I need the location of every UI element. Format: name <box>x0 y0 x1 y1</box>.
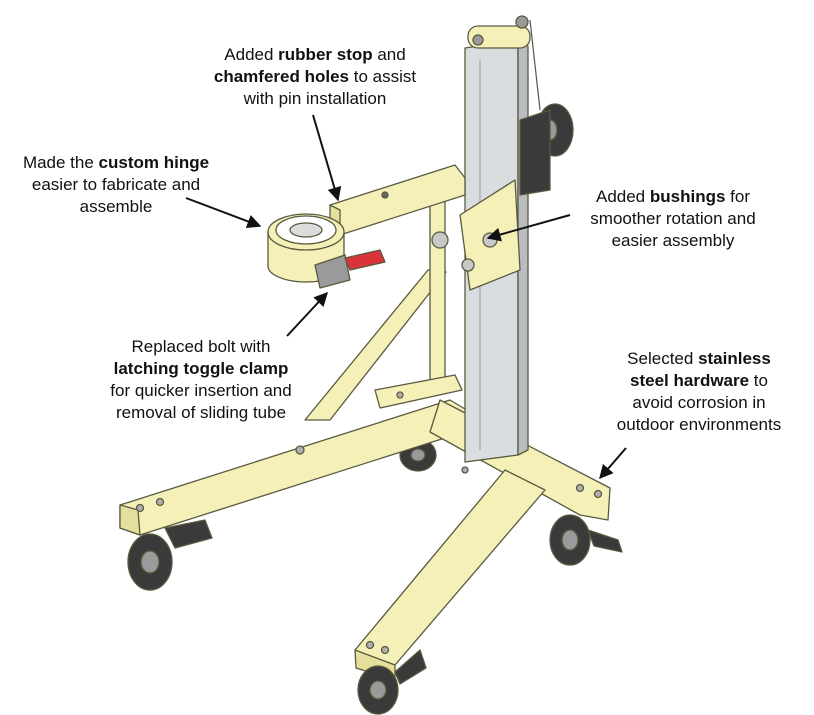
wheel-rear-right <box>549 514 623 566</box>
callout-stainless: Selected stainless steel hardware to avo… <box>616 349 782 434</box>
cart-illustration <box>119 15 623 715</box>
arrow-custom-hinge <box>185 197 262 229</box>
hardware-bolts <box>135 391 603 655</box>
custom-hinge <box>267 213 345 283</box>
arrow-stainless <box>599 447 627 480</box>
callout-bushings: Added bushings for smoother rotation and… <box>590 187 756 250</box>
arrow-rubber-stop <box>312 114 342 202</box>
winch <box>519 103 574 196</box>
arrow-toggle-clamp <box>286 291 328 337</box>
support-post <box>429 189 446 386</box>
toggle-clamp <box>314 249 386 289</box>
base-crossbar <box>374 374 463 409</box>
wheel-front-left <box>127 519 213 591</box>
arrow-bushings <box>486 214 571 242</box>
leg-front <box>354 469 546 669</box>
callout-custom-hinge: Made the custom hinge easier to fabricat… <box>22 153 210 216</box>
leader-arrows <box>185 114 627 480</box>
callout-toggle-clamp: Replaced bolt with latching toggle clamp… <box>110 337 292 422</box>
wheel-front <box>357 649 427 715</box>
callout-rubber-stop: Added rubber stop and chamfered holes to… <box>213 45 417 108</box>
